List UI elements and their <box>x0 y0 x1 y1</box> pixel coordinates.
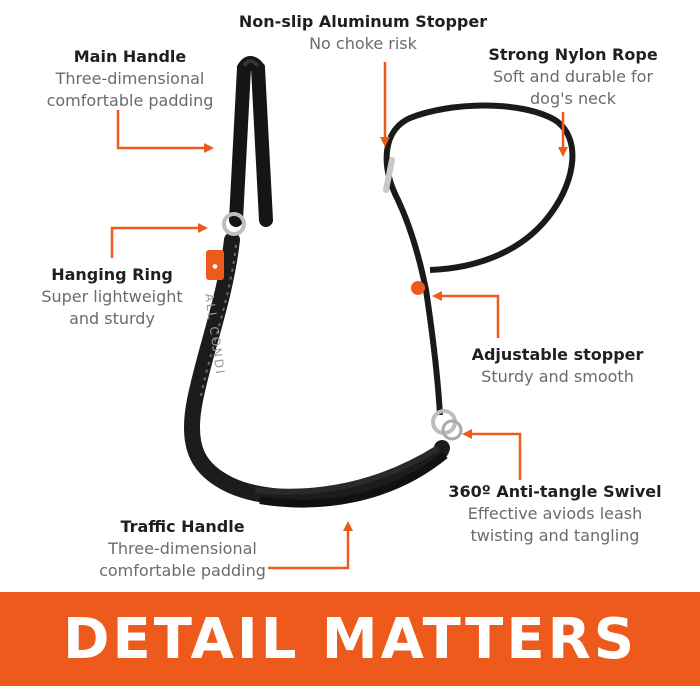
callout-title: Strong Nylon Rope <box>488 45 658 64</box>
rope-graphic <box>383 102 576 416</box>
banner-heading: DETAIL MATTERS <box>62 606 638 672</box>
traffic-handle-graphic <box>254 445 448 508</box>
callout-title: 360º Anti-tangle Swivel <box>448 482 662 501</box>
callout-title: Traffic Handle <box>120 517 245 536</box>
callout-swivel: 360º Anti-tangle Swivel Effective aviods… <box>420 481 690 547</box>
callout-traffic-handle: Traffic Handle Three-dimensional comfort… <box>50 516 315 582</box>
callout-title: Main Handle <box>73 47 187 66</box>
callout-desc: Effective aviods leash <box>467 504 643 523</box>
callout-title: Non-slip Aluminum Stopper <box>238 12 488 31</box>
callout-adjustable-stopper: Adjustable stopper Sturdy and smooth <box>450 344 665 388</box>
svg-text:●: ● <box>212 263 217 270</box>
callout-aluminum-stopper: Non-slip Aluminum Stopper No choke risk <box>212 11 514 55</box>
callout-desc: No choke risk <box>309 34 417 53</box>
callout-arrows <box>110 62 568 570</box>
callout-desc: Super lightweight <box>41 287 183 306</box>
leash-strap: ALL CONDI <box>183 232 450 506</box>
callout-desc: Three-dimensional <box>108 539 257 558</box>
callout-desc: twisting and tangling <box>470 526 640 545</box>
callout-desc: Three-dimensional <box>55 69 205 88</box>
callout-desc: comfortable padding <box>99 561 266 580</box>
callout-desc: Soft and durable for <box>492 67 654 86</box>
callout-title: Adjustable stopper <box>471 345 644 364</box>
callout-desc: comfortable padding <box>46 91 214 110</box>
main-handle-graphic <box>229 56 273 227</box>
adjustable-stopper-graphic <box>411 281 425 295</box>
callout-desc: and sturdy <box>69 309 155 328</box>
callout-desc: dog's neck <box>530 89 616 108</box>
detail-banner: DETAIL MATTERS <box>0 592 700 686</box>
swivel-graphic <box>431 409 463 441</box>
callout-desc: Sturdy and smooth <box>481 367 634 386</box>
hanging-ring-graphic: ● <box>206 212 246 280</box>
callout-main-handle: Main Handle Three-dimensional comfortabl… <box>20 46 240 112</box>
callout-nylon-rope: Strong Nylon Rope Soft and durable for d… <box>468 44 678 110</box>
callout-hanging-ring: Hanging Ring Super lightweight and sturd… <box>12 264 212 330</box>
callout-title: Hanging Ring <box>51 265 173 284</box>
